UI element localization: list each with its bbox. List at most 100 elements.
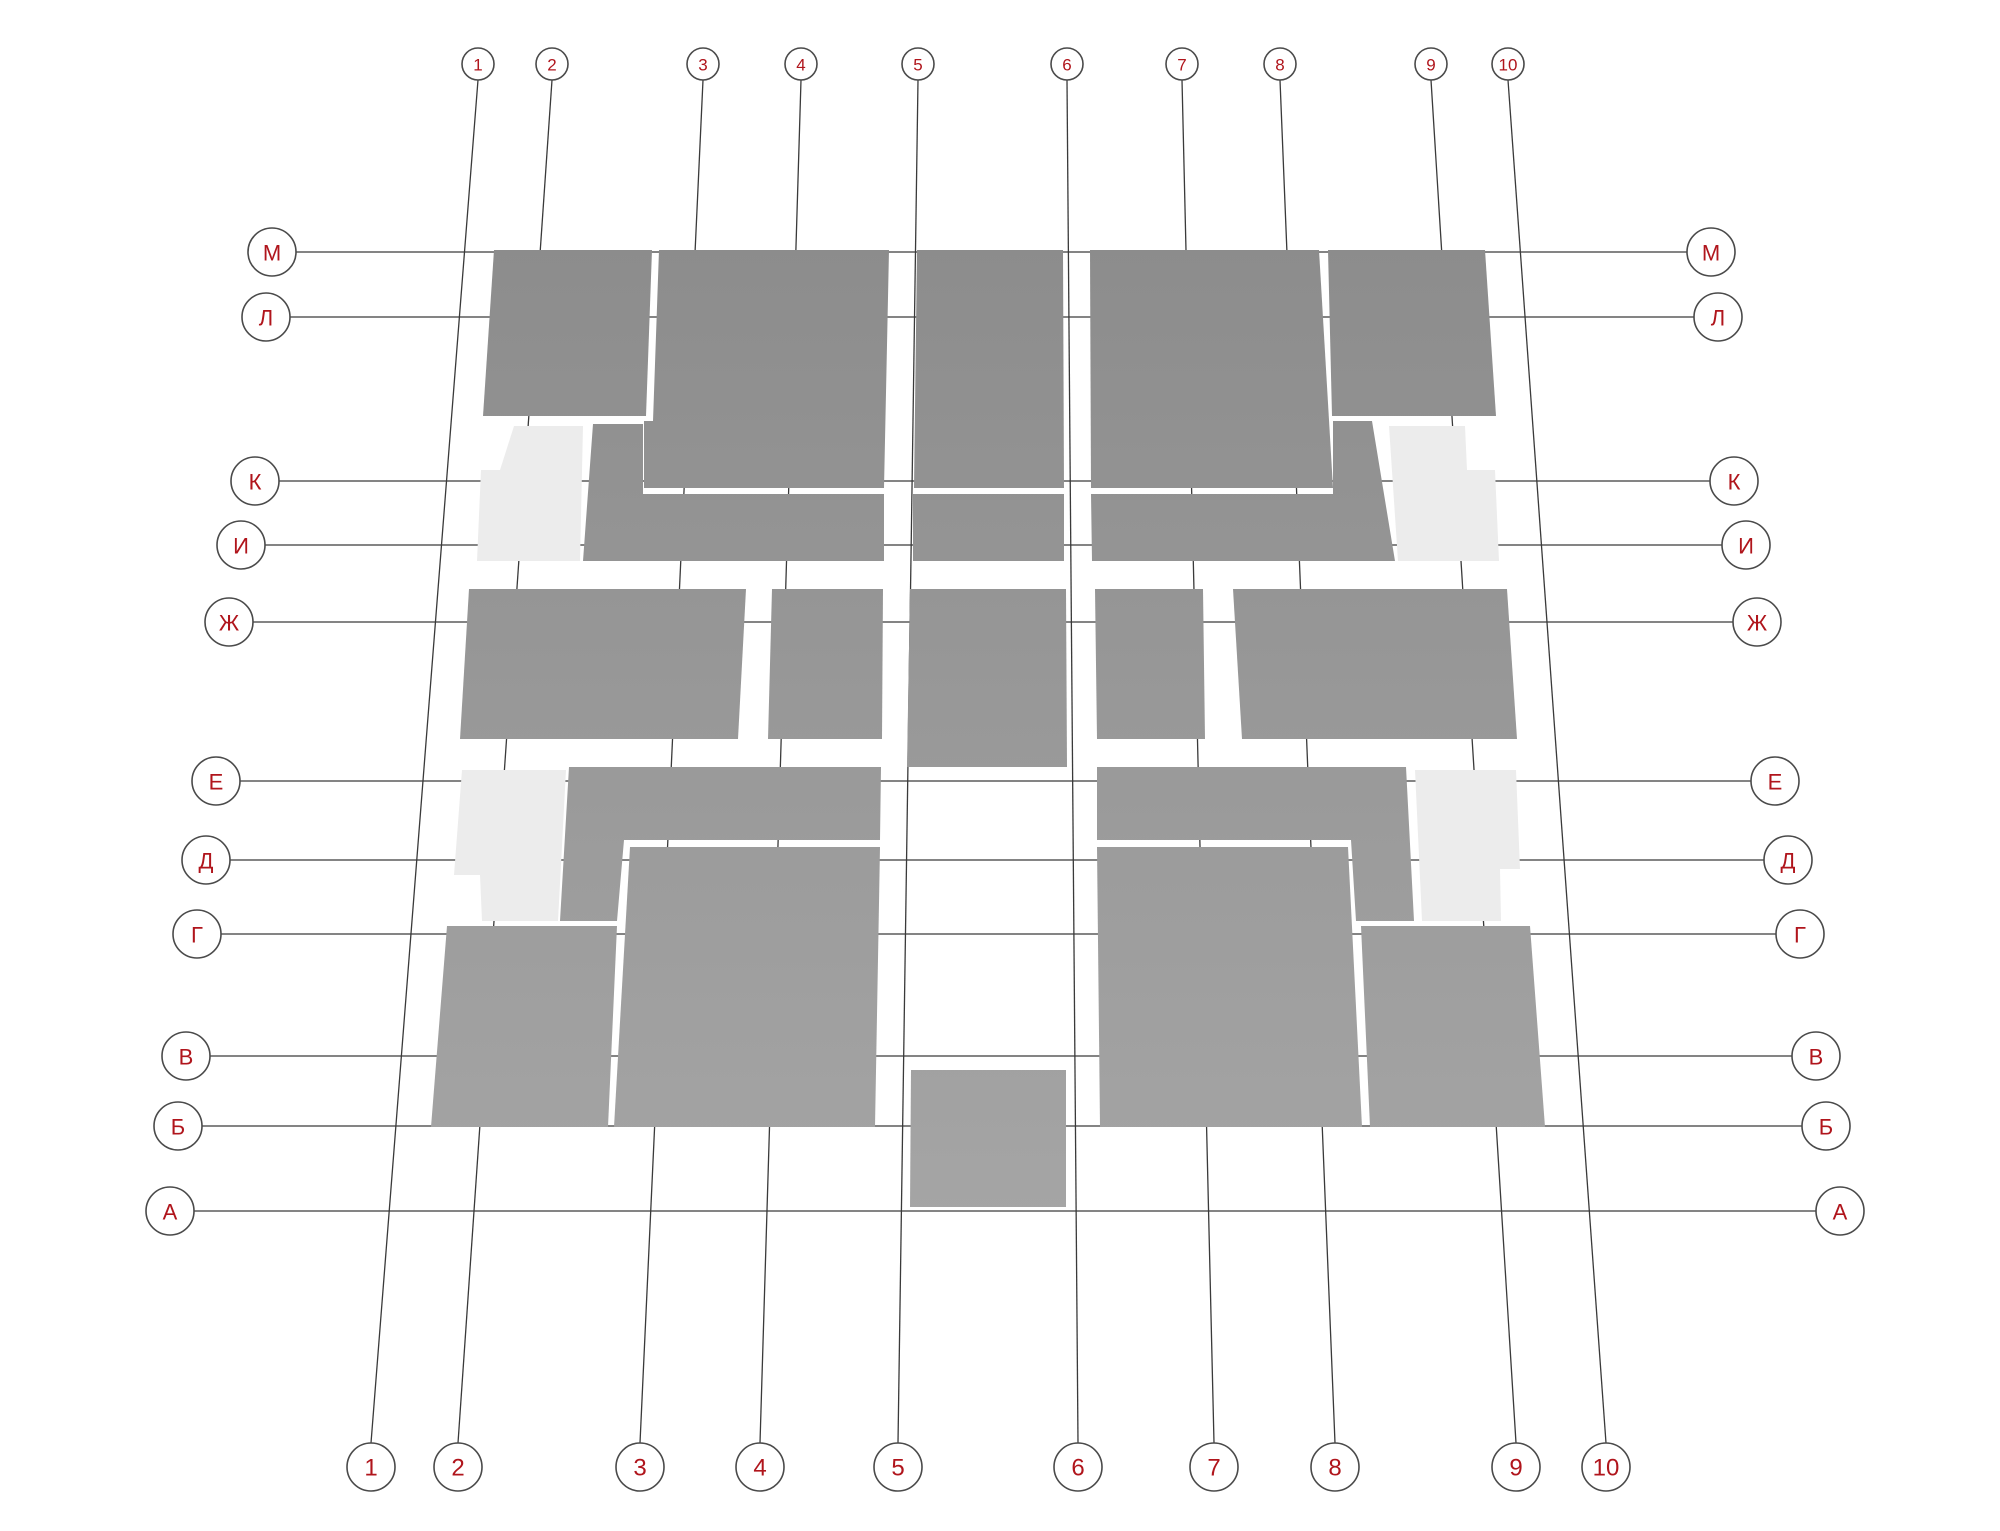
row-marker-left-В: В xyxy=(161,1031,211,1081)
row-marker-left-Е: Е xyxy=(191,756,241,806)
column-marker-top-8: 8 xyxy=(1263,47,1297,81)
row-marker-left-Л: Л xyxy=(241,292,291,342)
floor-slab-17 xyxy=(1097,767,1414,921)
column-marker-top-9: 9 xyxy=(1414,47,1448,81)
row-marker-right-К-circle xyxy=(1709,456,1759,506)
column-marker-top-10-circle xyxy=(1491,47,1525,81)
column-marker-bottom-10-label: 10 xyxy=(1593,1455,1620,1482)
column-marker-top-7: 7 xyxy=(1165,47,1199,81)
row-marker-right-Е: Е xyxy=(1750,756,1800,806)
row-marker-right-Д-circle xyxy=(1763,835,1813,885)
row-marker-left-Б: Б xyxy=(153,1101,203,1151)
row-marker-right-Д-label: Д xyxy=(1781,849,1796,874)
column-marker-top-4: 4 xyxy=(784,47,818,81)
row-marker-right-Л: Л xyxy=(1693,292,1743,342)
row-marker-right-М-circle xyxy=(1686,227,1736,277)
row-marker-right-Е-circle xyxy=(1750,756,1800,806)
floor-slab-5 xyxy=(1328,250,1496,416)
floor-slab-18 xyxy=(454,770,566,921)
row-marker-right-А: А xyxy=(1815,1186,1865,1236)
row-marker-right-А-circle xyxy=(1815,1186,1865,1236)
row-marker-right-Г-circle xyxy=(1775,909,1825,959)
column-marker-top-7-label: 7 xyxy=(1177,56,1186,75)
column-marker-top-2: 2 xyxy=(535,47,569,81)
column-marker-top-1: 1 xyxy=(461,47,495,81)
column-marker-bottom-7: 7 xyxy=(1189,1442,1239,1492)
column-marker-bottom-10-circle xyxy=(1581,1442,1631,1492)
floor-slab-1 xyxy=(483,250,652,416)
column-marker-bottom-8-label: 8 xyxy=(1328,1455,1341,1482)
floor-slab-21 xyxy=(614,847,880,1127)
row-marker-right-К: К xyxy=(1709,456,1759,506)
floor-slab-7 xyxy=(913,494,1064,561)
column-marker-bottom-2-circle xyxy=(433,1442,483,1492)
column-marker-bottom-5-circle xyxy=(873,1442,923,1492)
row-marker-left-В-label: В xyxy=(179,1045,194,1070)
floor-slab-14 xyxy=(1095,589,1205,739)
row-marker-right-М-label: М xyxy=(1702,241,1720,266)
column-marker-top-1-circle xyxy=(461,47,495,81)
column-marker-top-5-label: 5 xyxy=(913,56,922,75)
floor-slab-24 xyxy=(910,1070,1066,1207)
row-marker-right-Г: Г xyxy=(1775,909,1825,959)
row-marker-right-Б-label: Б xyxy=(1819,1115,1833,1140)
row-marker-left-И: И xyxy=(216,520,266,570)
column-marker-top-8-circle xyxy=(1263,47,1297,81)
column-marker-bottom-9: 9 xyxy=(1491,1442,1541,1492)
column-marker-bottom-3-circle xyxy=(615,1442,665,1492)
row-marker-left-Л-label: Л xyxy=(259,306,273,331)
row-marker-right-В-label: В xyxy=(1809,1045,1824,1070)
floor-slab-11 xyxy=(460,589,746,739)
row-marker-right-Ж: Ж xyxy=(1732,597,1782,647)
column-marker-top-2-circle xyxy=(535,47,569,81)
row-marker-left-К-label: К xyxy=(249,470,262,495)
row-marker-left-М-label: М xyxy=(263,241,281,266)
column-marker-top-10: 10 xyxy=(1491,47,1525,81)
column-marker-bottom-10: 10 xyxy=(1581,1442,1631,1492)
row-marker-left-Ж: Ж xyxy=(204,597,254,647)
floor-slab-3 xyxy=(914,250,1064,488)
column-marker-bottom-9-circle xyxy=(1491,1442,1541,1492)
column-marker-bottom-1-label: 1 xyxy=(364,1455,377,1482)
floor-slab-8 xyxy=(1091,421,1395,561)
row-marker-right-К-label: К xyxy=(1728,470,1741,495)
floor-slab-20 xyxy=(431,926,617,1127)
floor-slab-15 xyxy=(1233,589,1517,739)
row-marker-right-Г-label: Г xyxy=(1794,923,1806,948)
column-marker-top-2-label: 2 xyxy=(547,56,556,75)
floor-slab-13 xyxy=(907,589,1067,767)
floor-slab-19 xyxy=(1415,770,1520,921)
row-marker-left-Г-circle xyxy=(172,909,222,959)
column-axis-line-1 xyxy=(370,79,479,1444)
row-marker-right-Б-circle xyxy=(1801,1101,1851,1151)
row-marker-left-Г-label: Г xyxy=(191,923,203,948)
column-marker-bottom-6: 6 xyxy=(1053,1442,1103,1492)
row-marker-left-И-circle xyxy=(216,520,266,570)
column-marker-bottom-3-label: 3 xyxy=(633,1455,646,1482)
floor-slab-6 xyxy=(583,424,884,561)
column-marker-bottom-7-circle xyxy=(1189,1442,1239,1492)
column-marker-top-10-label: 10 xyxy=(1499,56,1518,75)
column-marker-bottom-6-circle xyxy=(1053,1442,1103,1492)
floor-slab-23 xyxy=(1361,926,1545,1127)
row-marker-left-В-circle xyxy=(161,1031,211,1081)
row-marker-right-А-label: А xyxy=(1833,1200,1848,1225)
column-marker-bottom-6-label: 6 xyxy=(1071,1455,1084,1482)
row-marker-left-Е-circle xyxy=(191,756,241,806)
column-marker-bottom-4-circle xyxy=(735,1442,785,1492)
column-marker-bottom-3: 3 xyxy=(615,1442,665,1492)
column-axis-line-6 xyxy=(1066,79,1079,1444)
floor-slab-4 xyxy=(1090,250,1333,488)
column-marker-top-6: 6 xyxy=(1050,47,1084,81)
column-marker-top-9-circle xyxy=(1414,47,1448,81)
column-axis-line-10 xyxy=(1507,79,1607,1444)
row-marker-right-Л-circle xyxy=(1693,292,1743,342)
column-marker-top-6-label: 6 xyxy=(1062,56,1071,75)
column-marker-top-3-label: 3 xyxy=(698,56,707,75)
floor-slab-2 xyxy=(644,250,889,488)
column-marker-bottom-8-circle xyxy=(1310,1442,1360,1492)
column-marker-top-4-label: 4 xyxy=(796,56,805,75)
column-marker-top-3: 3 xyxy=(686,47,720,81)
row-marker-left-К: К xyxy=(230,456,280,506)
